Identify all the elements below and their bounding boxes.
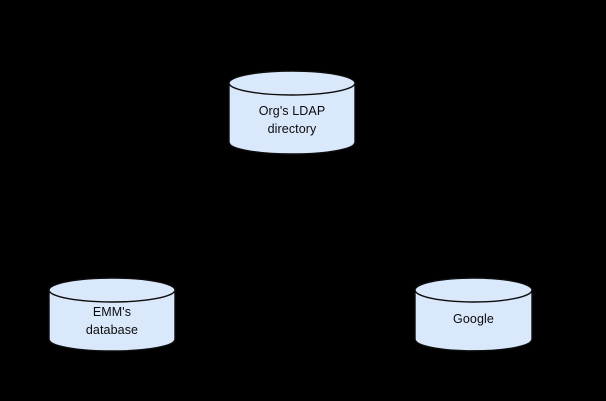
database-node-google[interactable]: Google: [414, 277, 533, 352]
cylinder-shape-icon: [414, 277, 533, 352]
cylinder-shape-icon: [228, 70, 356, 155]
cylinder-shape-icon: [48, 277, 176, 352]
database-node-ldap[interactable]: Org's LDAP directory: [228, 70, 356, 155]
database-node-emm[interactable]: EMM's database: [48, 277, 176, 352]
